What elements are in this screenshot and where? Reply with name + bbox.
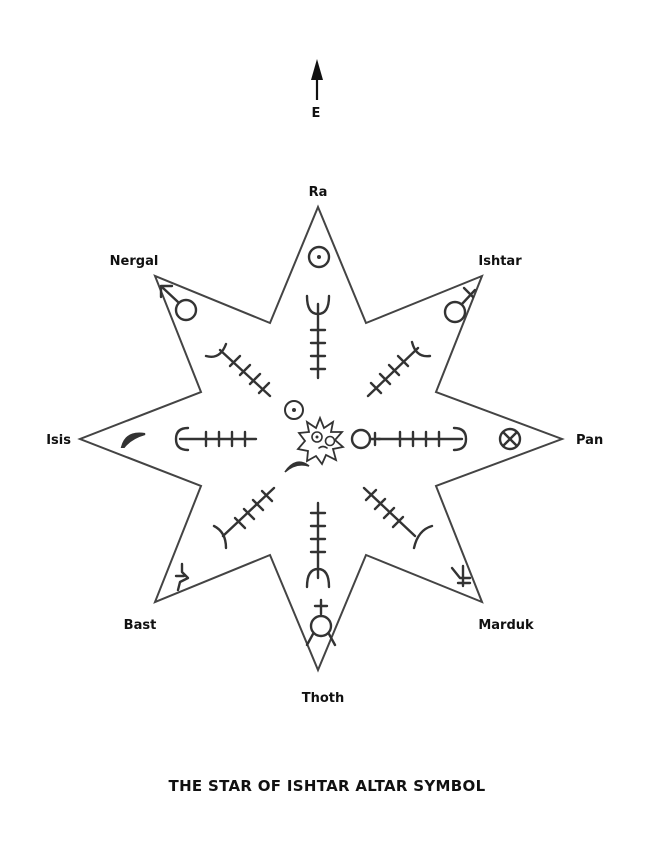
spoke-bottom-left xyxy=(212,486,276,550)
bast-sigil xyxy=(174,562,190,592)
spoke-top xyxy=(305,294,331,380)
spoke-top-left xyxy=(204,342,272,398)
label-marduk: Marduk xyxy=(478,618,534,633)
moon-crescent-center xyxy=(284,461,310,473)
label-thoth: Thoth xyxy=(302,691,345,706)
label-ishtar: Ishtar xyxy=(478,254,522,269)
spoke-bottom xyxy=(305,501,331,589)
jupiter-symbol-marduk xyxy=(450,564,472,588)
label-ra: Ra xyxy=(309,185,328,200)
label-isis: Isis xyxy=(46,433,71,448)
label-pan: Pan xyxy=(576,433,603,448)
earth-symbol-pan xyxy=(498,427,522,451)
label-nergal: Nergal xyxy=(110,254,159,269)
spoke-right xyxy=(376,426,468,452)
sun-symbol-ra xyxy=(307,245,331,269)
spoke-left xyxy=(174,426,258,452)
venus-symbol-ishtar xyxy=(443,286,477,324)
sun-symbol-center xyxy=(284,400,304,420)
moon-symbol-isis xyxy=(120,432,146,448)
label-bast: Bast xyxy=(124,618,157,633)
compass-label: E xyxy=(312,106,321,121)
spoke-bottom-right xyxy=(362,486,434,550)
center-star-symbols xyxy=(311,431,336,449)
diagram-caption: THE STAR OF ISHTAR ALTAR SYMBOL xyxy=(169,777,486,795)
compass-arrow xyxy=(311,59,323,100)
venus-symbol-center xyxy=(350,428,382,450)
spoke-top-right xyxy=(366,340,432,398)
mars-symbol-nergal xyxy=(159,284,198,322)
mercury-symbol-thoth xyxy=(305,598,337,647)
